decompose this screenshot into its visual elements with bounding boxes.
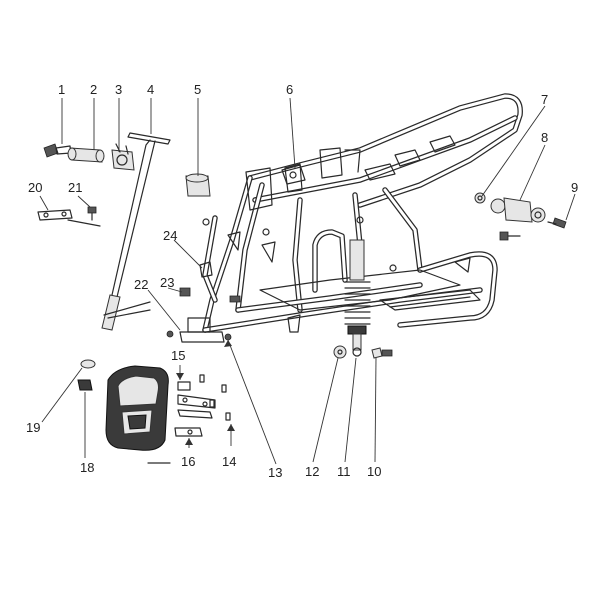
main-frame [179, 93, 523, 343]
front-cover [105, 365, 169, 451]
steering-bolt-1 [43, 143, 72, 158]
bolt-10 [371, 347, 393, 359]
callout-20: 20 [28, 180, 42, 195]
callout-7: 7 [541, 92, 548, 107]
clip-19 [80, 359, 96, 369]
callout-14: 14 [222, 454, 236, 469]
screws-14 [199, 374, 231, 421]
callout-6: 6 [286, 82, 293, 97]
callout-8: 8 [541, 130, 548, 145]
callout-12: 12 [305, 464, 319, 479]
seat-bracket [281, 164, 306, 185]
callout-1: 1 [58, 82, 65, 97]
leader-lines [39, 97, 576, 465]
callout-10: 10 [367, 464, 381, 479]
callout-9: 9 [571, 180, 578, 195]
rear-shock-absorber [344, 239, 371, 357]
bushing-5 [185, 173, 211, 197]
mount-plate-20 [37, 209, 101, 227]
bolt-small [499, 231, 521, 241]
steering-bushing-2 [67, 147, 105, 163]
bracket-24 [199, 261, 213, 278]
callout-21: 21 [68, 180, 82, 195]
steering-clamp-3 [111, 143, 135, 171]
clip-18 [77, 379, 93, 391]
callout-3: 3 [115, 82, 122, 97]
callout-15: 15 [171, 348, 185, 363]
bolt-9 [547, 217, 567, 229]
steering-column-4 [101, 132, 171, 331]
callout-numbers: 1 2 3 4 5 6 7 8 9 10 11 12 13 14 15 16 1… [26, 82, 578, 480]
bolt-21 [87, 206, 97, 221]
callout-2: 2 [90, 82, 97, 97]
callout-18: 18 [80, 460, 94, 475]
bracket-15 [177, 381, 216, 419]
arrow-heads [176, 340, 235, 445]
callout-4: 4 [147, 82, 154, 97]
bracket-16 [174, 427, 203, 437]
bracket-23 [179, 287, 191, 297]
nut-22 [166, 330, 174, 338]
callout-13: 13 [268, 465, 282, 480]
bolt-13 [224, 333, 232, 341]
callout-22: 22 [134, 277, 148, 292]
engine-mount-8 [490, 197, 546, 223]
callout-16: 16 [181, 454, 195, 469]
bolt-side [229, 295, 241, 303]
callout-19: 19 [26, 420, 40, 435]
callout-23: 23 [160, 275, 174, 290]
nut-12 [333, 345, 347, 359]
callout-24: 24 [163, 228, 177, 243]
callout-11: 11 [337, 464, 351, 479]
callout-5: 5 [194, 82, 201, 97]
